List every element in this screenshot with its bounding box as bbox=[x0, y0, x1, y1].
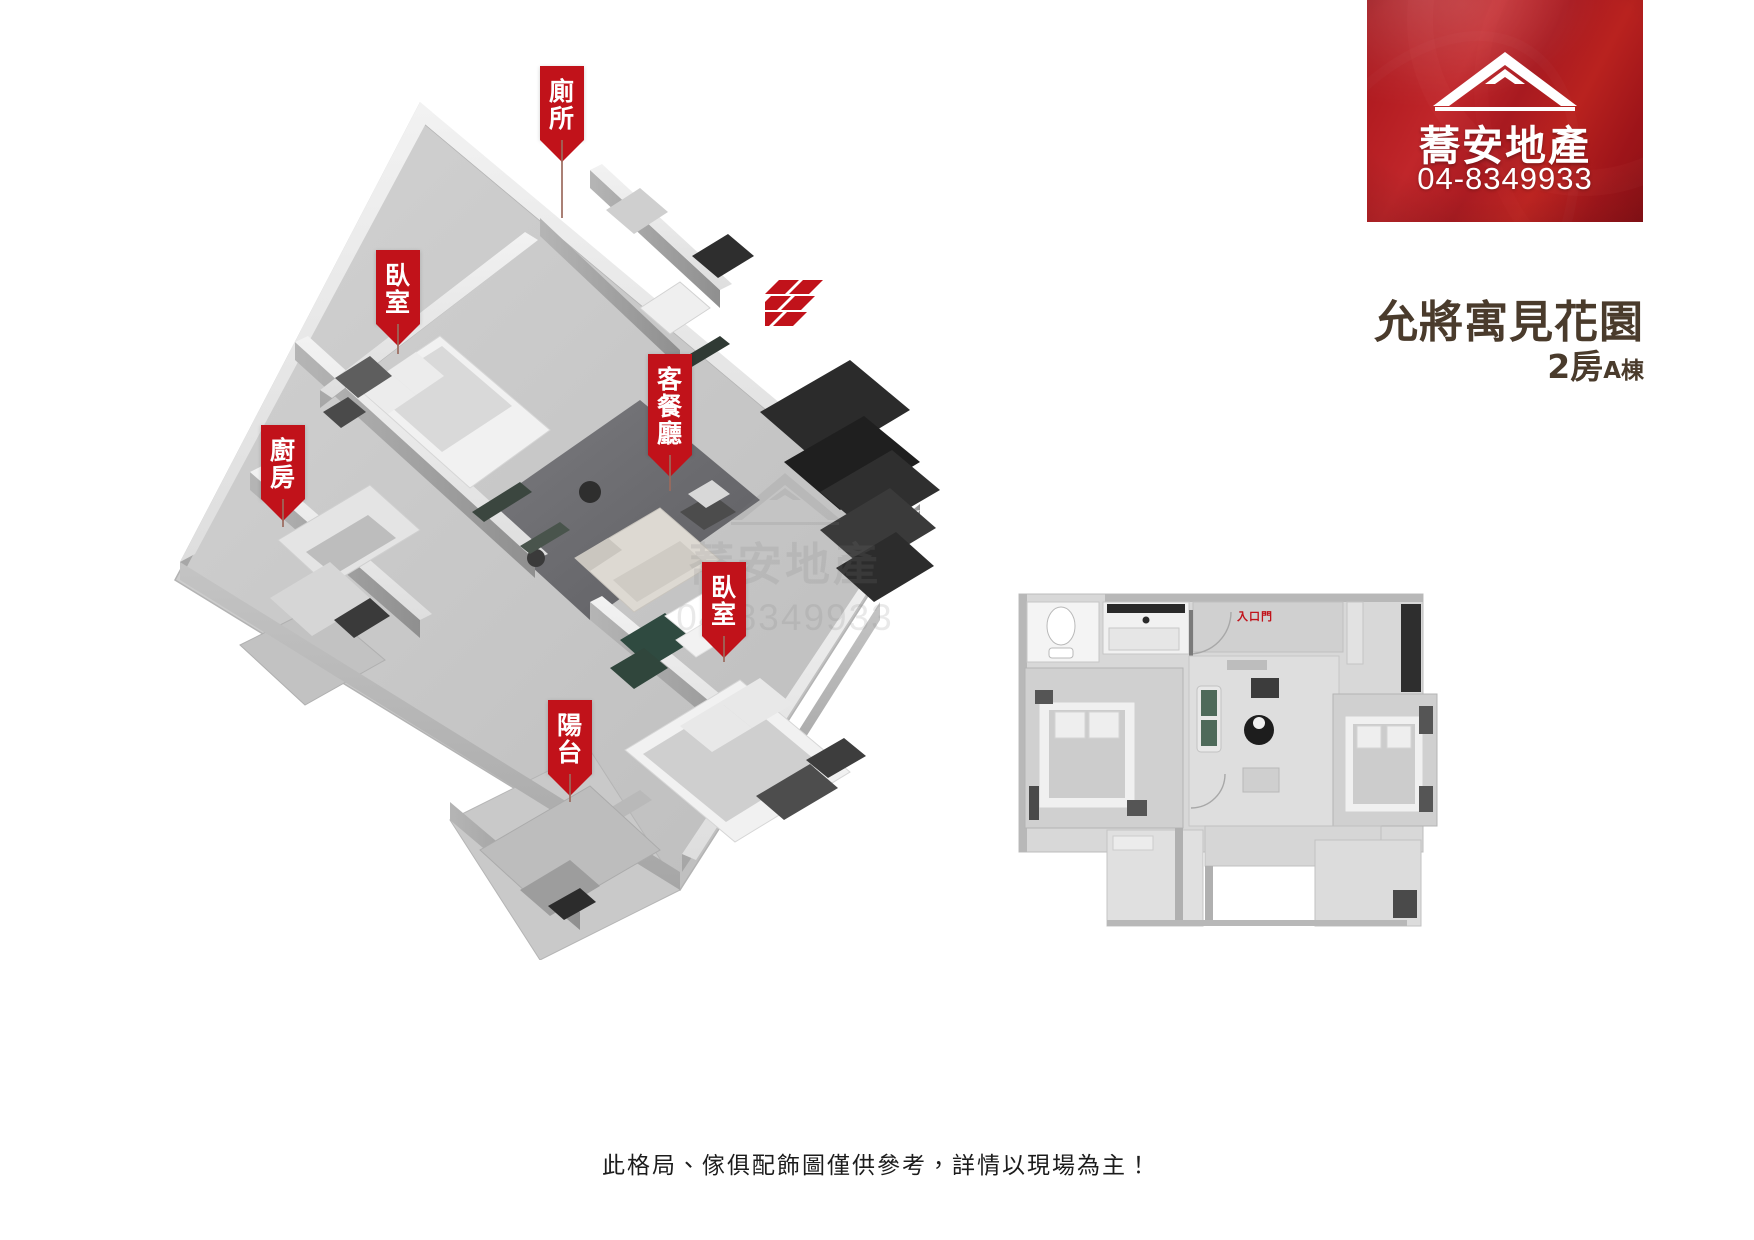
room-marker-kitchen[interactable]: 廚 房 bbox=[261, 425, 305, 527]
company-phone: 04-8349933 bbox=[1417, 161, 1593, 196]
direction-chevrons-icon bbox=[749, 280, 843, 355]
room-marker-toilet[interactable]: 廁 所 bbox=[540, 66, 584, 218]
house-roof-icon bbox=[1367, 50, 1643, 112]
room-marker-balcony-flag: 陽 台 bbox=[548, 700, 592, 796]
room-label-char: 陽 bbox=[556, 711, 583, 740]
room-marker-bedroom-2-flag: 臥 室 bbox=[702, 562, 746, 658]
living-room-furniture bbox=[527, 360, 940, 689]
room-label-char: 客 bbox=[656, 365, 683, 394]
room-marker-stem bbox=[669, 455, 671, 491]
room-marker-living-dining[interactable]: 客 餐 廳 bbox=[648, 354, 692, 491]
room-label-char: 餐 bbox=[656, 392, 683, 421]
toilet-fixtures bbox=[606, 188, 754, 335]
disclaimer-text: 此格局、傢俱配飾圖僅供參考，詳情以現場為主！ bbox=[602, 1153, 1152, 1179]
unit-room-count: 2房 bbox=[1547, 347, 1604, 386]
entry-door-label: 入口門 bbox=[1237, 610, 1273, 623]
bedroom-1-furniture bbox=[323, 335, 551, 489]
room-marker-stem bbox=[723, 636, 725, 662]
kitchen-furniture bbox=[270, 484, 421, 638]
room-marker-balcony[interactable]: 陽 台 bbox=[548, 700, 592, 802]
room-marker-bedroom-1-flag: 臥 室 bbox=[376, 250, 420, 346]
room-marker-kitchen-flag: 廚 房 bbox=[261, 425, 305, 521]
company-logo-badge[interactable]: 蕎安地產 04-8349933 bbox=[1367, 0, 1643, 222]
room-marker-stem bbox=[282, 499, 284, 527]
mini-plan-svg bbox=[1018, 593, 1438, 927]
room-label-char: 房 bbox=[269, 463, 296, 492]
room-label-char: 廳 bbox=[656, 419, 683, 448]
room-label-char: 臥 bbox=[710, 573, 737, 602]
room-label-char: 所 bbox=[548, 104, 575, 133]
room-marker-toilet-flag: 廁 所 bbox=[540, 66, 584, 162]
balcony-area bbox=[479, 785, 661, 920]
room-marker-bedroom-1[interactable]: 臥 室 bbox=[376, 250, 420, 354]
room-label-char: 室 bbox=[384, 288, 411, 317]
render-svg bbox=[174, 102, 940, 960]
room-marker-stem bbox=[397, 324, 399, 354]
room-marker-stem bbox=[561, 140, 563, 218]
room-marker-bedroom-2[interactable]: 臥 室 bbox=[702, 562, 746, 662]
company-name: 蕎安地產 bbox=[1419, 122, 1591, 170]
project-title: 允將寓見花園 bbox=[1374, 297, 1644, 348]
bedroom-2-furniture bbox=[624, 678, 866, 843]
room-label-char: 臥 bbox=[384, 261, 411, 290]
room-marker-stem bbox=[569, 774, 571, 802]
room-label-char: 台 bbox=[556, 738, 583, 767]
unit-subtitle: 2房A棟 bbox=[1324, 340, 1644, 388]
unit-building: A棟 bbox=[1603, 358, 1644, 384]
room-label-char: 廁 bbox=[548, 77, 575, 106]
isometric-floorplan-render bbox=[120, 60, 1000, 960]
room-label-char: 廚 bbox=[269, 436, 296, 465]
room-label-char: 室 bbox=[710, 600, 737, 629]
room-marker-living-dining-flag: 客 餐 廳 bbox=[648, 354, 692, 477]
mini-2d-floorplan: 入口門 bbox=[1015, 590, 1445, 950]
